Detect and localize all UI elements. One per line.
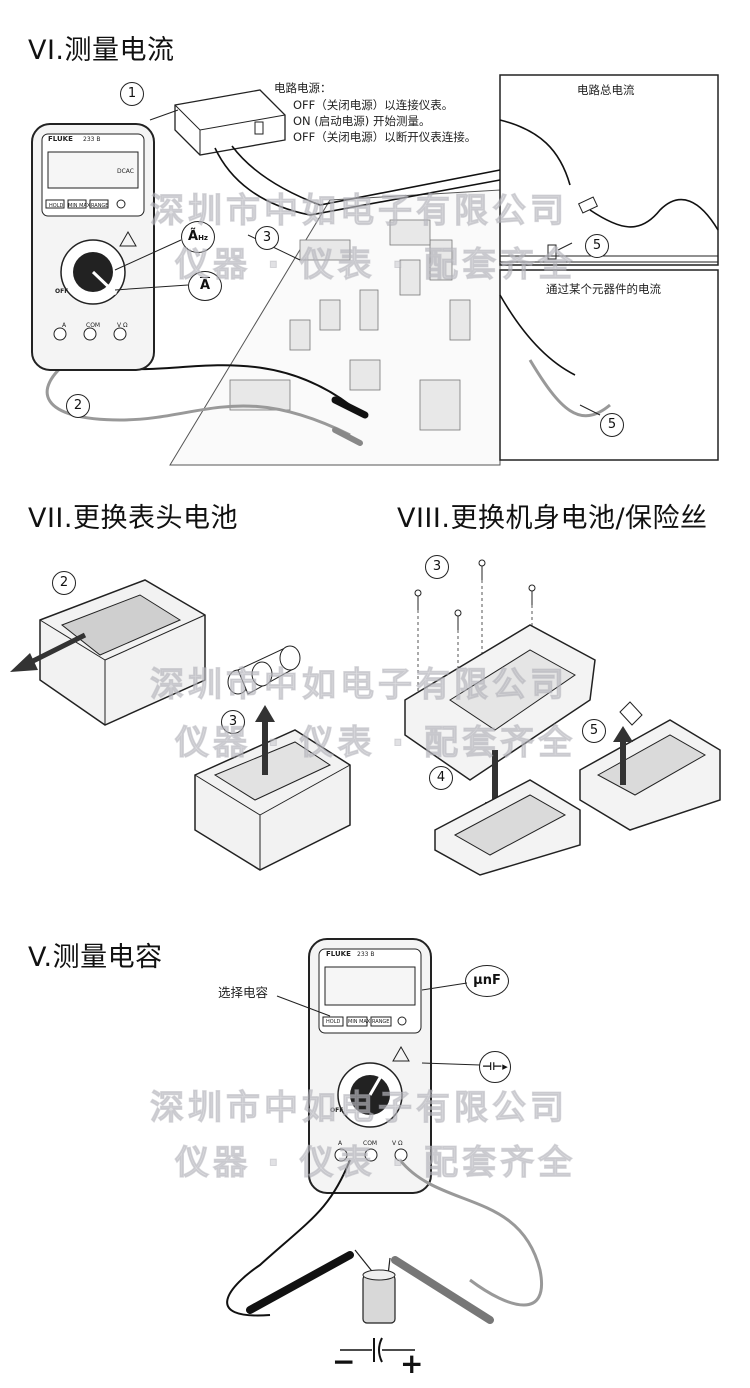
meter-hold-label: HOLD [49,203,64,209]
callout-body-3: 3 [425,555,449,579]
callout-2: 2 [66,394,90,418]
component-current-label: 通过某个元器件的电流 [546,282,661,296]
total-current-label: 电路总电流 [577,83,635,97]
dc-amp-symbol: A [199,278,211,293]
polarity-minus: − [332,1345,356,1378]
callout-body-4: 4 [429,766,453,790]
power-notes-header: 电路电源： [274,81,332,95]
cap-meter-jack-v: V Ω [392,1140,403,1147]
callout-1: 1 [120,82,144,106]
cap-meter-brand: FLUKE [326,950,351,958]
watermark-line1-bottom: 深圳市中如电子有限公司 [150,1088,568,1129]
capacitor-measurement-diagram [226,1159,543,1363]
meter-brand: FLUKE [48,135,73,143]
watermark-line2-bottom: 仪器 · 仪表 · 配套齐全 [174,1143,577,1184]
dc-amp-badge: A [188,271,222,301]
power-notes-line2: ON (启动电源) 开始测量。 [293,114,431,128]
callout-display-2: 2 [52,571,76,595]
ac-amp-symbol: Ã [188,229,199,244]
meter-minmax-label: MIN MAX [68,203,91,209]
meter-jack-v: V Ω [117,322,128,329]
meter-jack-com: COM [86,322,101,329]
callout-3: 3 [255,226,279,250]
watermark-line1-mid: 深圳市中如电子有限公司 [150,665,568,706]
cap-meter-hold: HOLD [326,1019,341,1025]
unf-badge: μnF [465,965,509,997]
select-capacitance-label: 选择电容 [218,985,269,1000]
cap-meter-range: RANGE [372,1019,390,1025]
power-notes-line3: OFF（关闭电源）以断开仪表连接。 [293,130,477,144]
unf-symbol: μnF [473,973,501,988]
cap-meter-model: 233 B [357,951,375,958]
meter-range-label: RANGE [91,203,109,209]
callout-display-3: 3 [221,710,245,734]
badge-leaders [114,239,189,291]
polarity-plus: + [400,1347,424,1380]
section-title-body-battery: VIII.更换机身电池/保险丝 [397,503,708,534]
cap-meter-minmax: MIN MAX [348,1019,371,1025]
meter-jack-a: A [62,322,67,329]
cap-meter-off: OFF [330,1107,344,1114]
watermark-line1-top: 深圳市中如电子有限公司 [150,191,568,232]
callout-5-bottom: 5 [600,413,624,437]
cap-badge-leaders [421,982,481,1066]
ac-amp-badge: ÃHz [181,221,215,253]
section-title-display-battery: VII.更换表头电池 [28,503,238,534]
meter-display-tag: DCAC [117,168,134,175]
cap-diode-badge: ⊣⊢▸ [479,1051,511,1083]
select-leader [276,995,331,1017]
current-measurement-diagram [45,74,719,466]
meter-model: 233 B [83,136,101,143]
watermark-line2-top: 仪器 · 仪表 · 配套齐全 [174,245,577,286]
cap-diode-symbol: ⊣⊢▸ [482,1060,508,1073]
multimeter-current [31,123,155,371]
cap-meter-jack-a: A [338,1140,343,1147]
meter-off-label: OFF [55,288,69,295]
section-title-current: VI.测量电流 [28,35,175,66]
section-title-capacitance: V.测量电容 [28,942,163,973]
callout-5-top: 5 [585,234,609,258]
watermark-line2-mid: 仪器 · 仪表 · 配套齐全 [174,723,577,764]
body-battery-diagram [404,559,721,876]
multimeter-capacitance [308,938,432,1194]
display-battery-diagram [10,579,351,871]
callout-body-5: 5 [582,719,606,743]
power-notes-line1: OFF（关闭电源）以连接仪表。 [293,98,454,112]
ac-amp-hz: Hz [198,234,208,242]
cap-meter-jack-com: COM [363,1140,378,1147]
